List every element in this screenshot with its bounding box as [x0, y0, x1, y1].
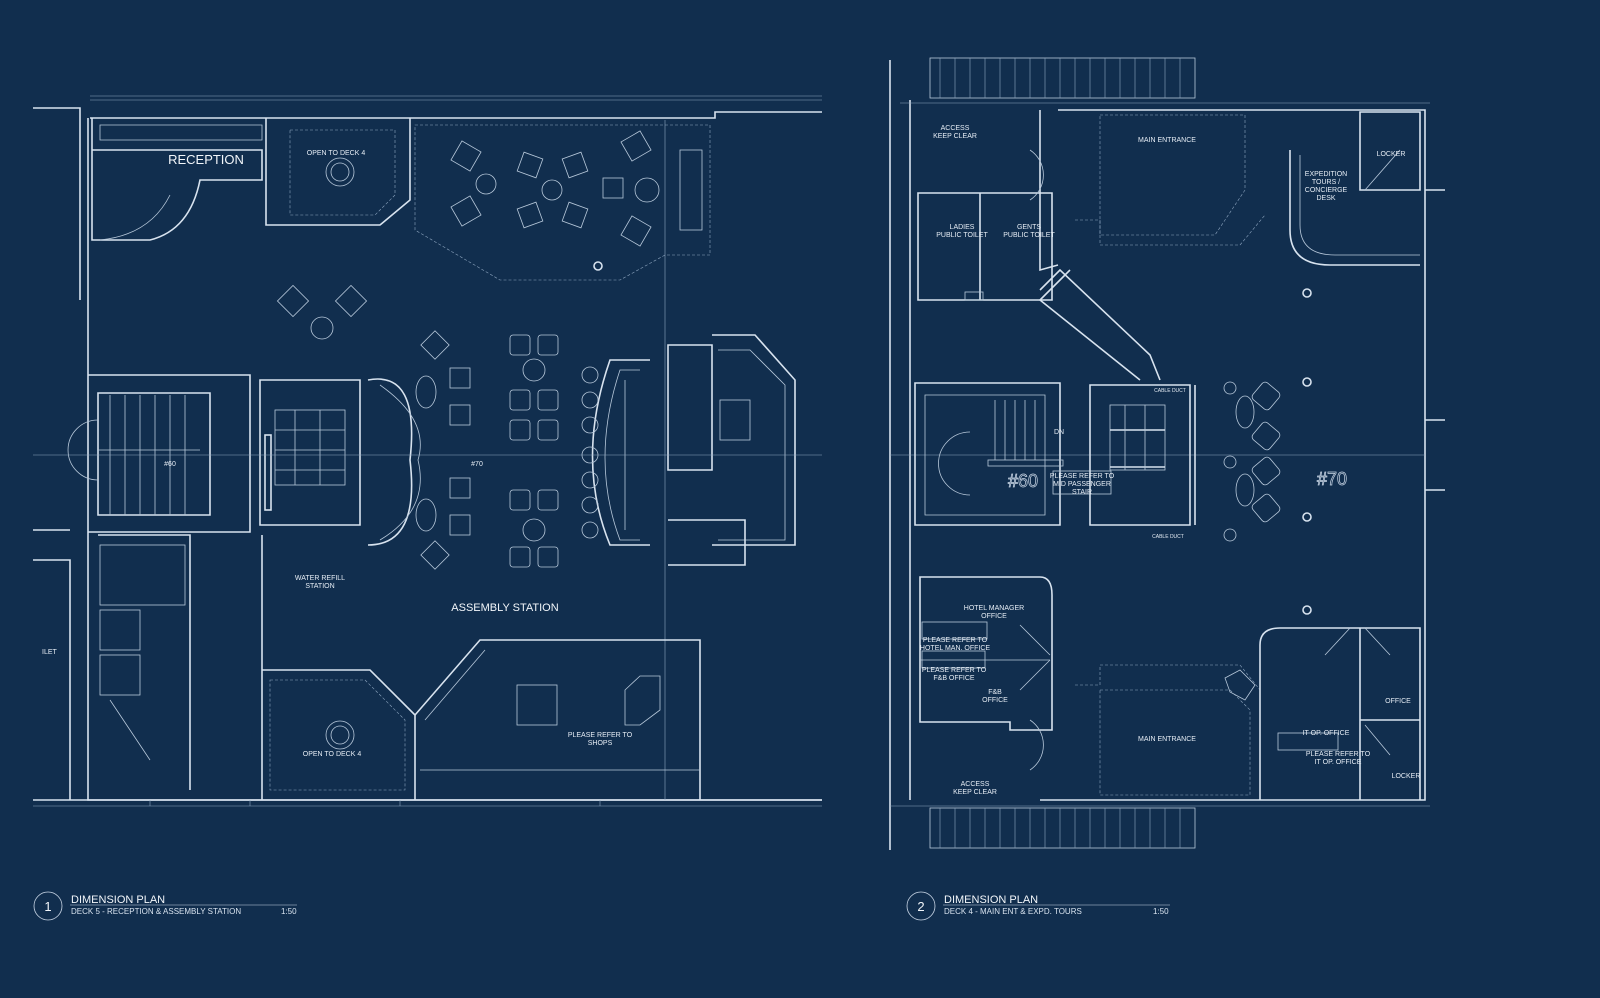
label-stair-60: #60 — [1008, 471, 1038, 491]
plan-number-circle — [906, 891, 936, 921]
label-shops: PLEASE REFER TO — [568, 732, 633, 739]
label-expedition: DESK — [1316, 195, 1335, 202]
label-locker: LOCKER — [1392, 773, 1421, 780]
plan-1-deck-5: RECEPTION OPEN TO DECK 4 OPEN TO DECK 4 … — [33, 95, 822, 807]
title-block-2: 2 DIMENSION PLAN DECK 4 - MAIN ENT & EXP… — [906, 891, 1170, 921]
plan-number: 1 — [44, 899, 51, 914]
label-access: KEEP CLEAR — [933, 133, 977, 140]
plan-number-circle — [33, 891, 63, 921]
label-stair-60: #60 — [164, 461, 176, 468]
label-expedition: TOURS / — [1312, 179, 1340, 186]
label-it-ref: IT OP. OFFICE — [1315, 759, 1362, 766]
label-lift-70: #70 — [471, 461, 483, 468]
plan-2-deck-4: ACCESS KEEP CLEAR MAIN ENTRANCE EXPEDITI… — [889, 57, 1445, 850]
label-assembly-station: ASSEMBLY STATION — [451, 602, 558, 614]
label-dn: DN — [1054, 429, 1064, 436]
label-cable-duct: CABLE DUCT — [1154, 388, 1186, 394]
label-office: OFFICE — [1385, 698, 1411, 705]
plan-subtitle: DECK 5 - RECEPTION & ASSEMBLY STATION — [71, 907, 241, 916]
label-lift-70: #70 — [1317, 469, 1347, 489]
label-shops: SHOPS — [588, 740, 613, 747]
label-access: ACCESS — [961, 781, 990, 788]
plan-subtitle: DECK 4 - MAIN ENT & EXPD. TOURS — [944, 907, 1082, 916]
label-hotel-manager: HOTEL MANAGER — [964, 605, 1024, 612]
plan-title: DIMENSION PLAN — [71, 894, 165, 906]
label-fb-office: F&B — [988, 689, 1002, 696]
label-fb-ref: F&B OFFICE — [933, 675, 975, 682]
label-main-entrance: MAIN ENTRANCE — [1138, 137, 1196, 144]
label-open-to-deck4: OPEN TO DECK 4 — [307, 150, 366, 157]
label-it-office: IT OP. OFFICE — [1303, 730, 1350, 737]
label-access: KEEP CLEAR — [953, 789, 997, 796]
plan-scale: 1:50 — [1153, 907, 1169, 916]
label-ladies-toilet: PUBLIC TOILET — [936, 232, 988, 239]
label-access: ACCESS — [941, 125, 970, 132]
label-ladies-toilet: LADIES — [950, 224, 975, 231]
label-hotel-manager: OFFICE — [981, 613, 1007, 620]
label-it-ref: PLEASE REFER TO — [1306, 751, 1371, 758]
label-expedition: EXPEDITION — [1305, 171, 1347, 178]
plan-title: DIMENSION PLAN — [944, 894, 1038, 906]
label-gents-toilet: GENTS — [1017, 224, 1041, 231]
label-stair-ref: MID PASSENGER — [1053, 481, 1111, 488]
label-hotel-ref: HOTEL MAN. OFFICE — [920, 645, 990, 652]
label-main-entrance: MAIN ENTRANCE — [1138, 736, 1196, 743]
plan-number: 2 — [917, 899, 924, 914]
label-open-to-deck4: OPEN TO DECK 4 — [303, 751, 362, 758]
label-stair-ref: PLEASE REFER TO — [1050, 473, 1115, 480]
label-expedition: CONCIERGE — [1305, 187, 1348, 194]
label-stair-ref: STAIR — [1072, 489, 1092, 496]
title-block-1: 1 DIMENSION PLAN DECK 5 - RECEPTION & AS… — [33, 891, 297, 921]
label-hotel-ref: PLEASE REFER TO — [923, 637, 988, 644]
label-fb-ref: PLEASE REFER TO — [922, 667, 987, 674]
label-water-refill: STATION — [305, 583, 334, 590]
label-reception: RECEPTION — [168, 152, 244, 167]
label-fb-office: OFFICE — [982, 697, 1008, 704]
label-cable-duct: CABLE DUCT — [1152, 534, 1184, 540]
plan-scale: 1:50 — [281, 907, 297, 916]
label-water-refill: WATER REFILL — [295, 575, 345, 582]
label-toilet-partial: ILET — [42, 649, 58, 656]
label-locker: LOCKER — [1377, 151, 1406, 158]
label-gents-toilet: PUBLIC TOILET — [1003, 232, 1055, 239]
